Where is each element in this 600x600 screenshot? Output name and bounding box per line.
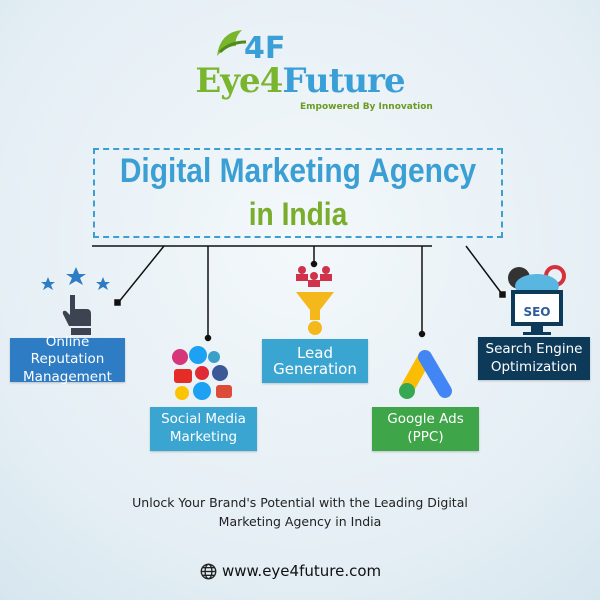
footer-tagline: Unlock Your Brand's Potential with the L… — [0, 493, 600, 532]
logo-name: Eye4Future — [0, 64, 600, 98]
seo-icon-text: SEO — [523, 305, 550, 319]
seo-monitor-icon: SEO — [508, 265, 566, 335]
service-label: Lead — [296, 343, 334, 362]
footer-line2: Marketing Agency in India — [218, 514, 382, 530]
service-label: Generation — [273, 360, 357, 378]
globe-icon — [200, 563, 217, 579]
service-label: Google Ads — [387, 411, 464, 428]
svg-text:4F: 4F — [244, 31, 285, 64]
service-label: (PPC) — [407, 429, 444, 445]
service-label: Search Engine — [485, 340, 583, 357]
service-label: Social Media — [161, 411, 246, 428]
footer-line1: Unlock Your Brand's Potential with the L… — [132, 495, 468, 510]
service-label: Online Reputation — [30, 333, 105, 368]
website-url[interactable]: www.eye4future.com — [222, 562, 382, 580]
service-label: Optimization — [490, 358, 578, 375]
logo-name-part1: Eye4 — [195, 61, 283, 101]
logo-mark-icon: 4F — [217, 30, 285, 64]
title-box — [93, 148, 503, 238]
title-line1: Digital Marketing Agency — [119, 152, 477, 190]
service-google-ads: Google Ads(PPC) — [372, 407, 479, 451]
logo-name-part2: Future — [282, 61, 405, 101]
social-media-icons-icon — [172, 346, 232, 400]
hand-pointer-stars-icon — [41, 267, 110, 335]
title-line2: in India — [248, 196, 348, 232]
funnel-icon — [296, 266, 334, 335]
google-ads-icon — [399, 350, 452, 399]
website[interactable]: www.eye4future.com — [200, 562, 381, 580]
service-label: Management — [23, 368, 112, 385]
service-label: Marketing — [169, 429, 238, 445]
logo-tagline: Empowered By Innovation — [300, 102, 433, 112]
